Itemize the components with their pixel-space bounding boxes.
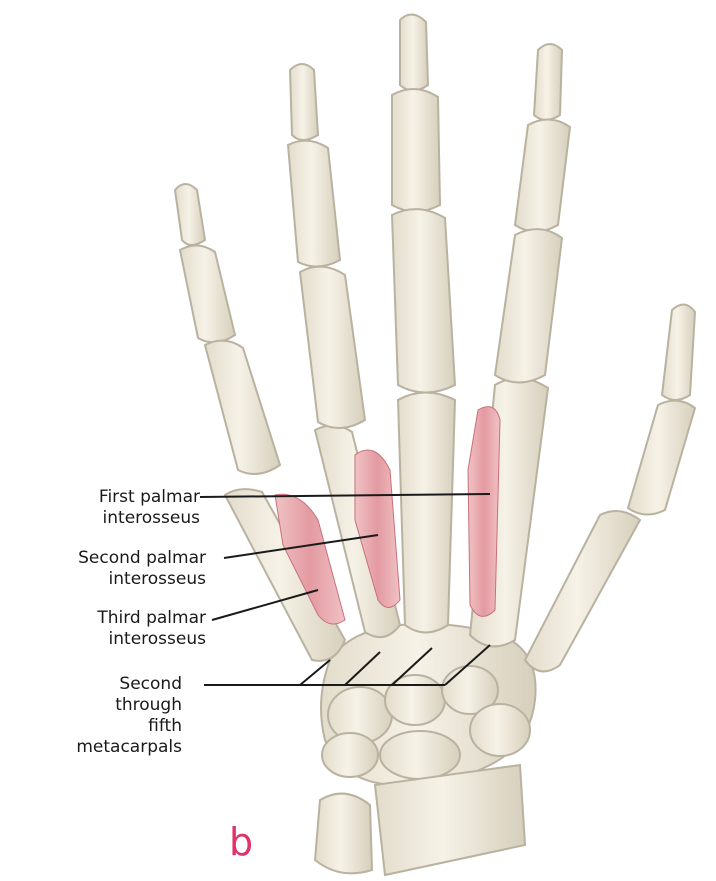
third-palmar-interosseus-label: Third palmar interosseus: [97, 608, 206, 650]
metacarpals-label: Second through fifth metacarpals: [76, 674, 182, 758]
first-palmar-line1: First palmar: [99, 487, 200, 508]
metacarpals-line4: metacarpals: [76, 737, 182, 758]
ring-finger-phalanges: [288, 64, 365, 428]
second-palmar-line2: interosseus: [78, 569, 206, 590]
second-palmar-interosseus-label: Second palmar interosseus: [78, 548, 206, 590]
index-finger-phalanges: [495, 44, 570, 383]
middle-finger-phalanges: [392, 14, 455, 392]
first-palmar-interosseus-muscle: [468, 407, 500, 617]
first-palmar-interosseus-label: First palmar interosseus: [99, 487, 200, 529]
third-palmar-line1: Third palmar: [97, 608, 206, 629]
first-palmar-line2: interosseus: [99, 508, 200, 529]
metacarpals-line1: Second: [76, 674, 182, 695]
panel-letter: b: [229, 820, 253, 864]
metacarpals-line2: through: [76, 695, 182, 716]
forearm-bones: [315, 765, 525, 875]
metacarpals-line3: fifth: [76, 716, 182, 737]
third-palmar-line2: interosseus: [97, 629, 206, 650]
little-finger-phalanges: [175, 184, 280, 474]
carpal-bones: [321, 624, 536, 786]
thumb-phalanges: [628, 304, 695, 514]
second-palmar-line1: Second palmar: [78, 548, 206, 569]
palmar-interosseus-muscles: [275, 407, 500, 624]
